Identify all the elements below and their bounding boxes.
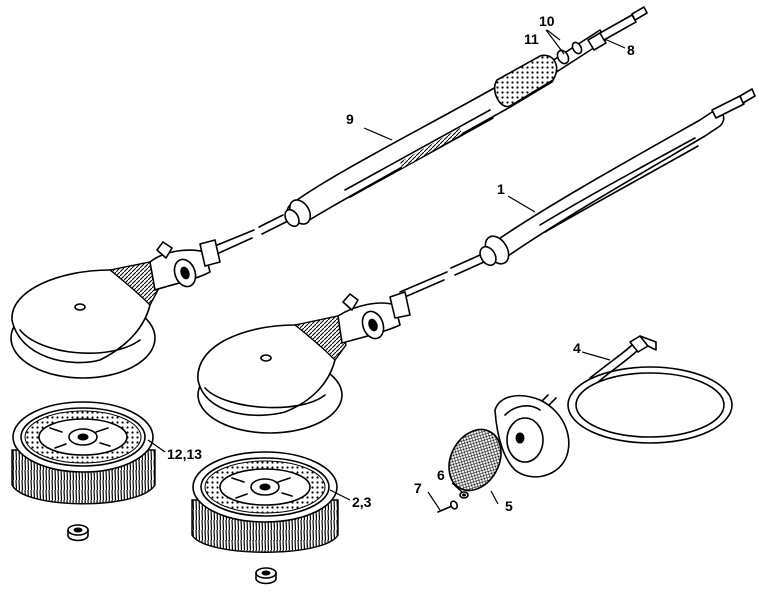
brush-head-lower — [197, 291, 411, 434]
callout-12-13: 12,13 — [167, 446, 202, 462]
o-ring-10 — [571, 41, 583, 55]
handle-1 — [397, 88, 756, 301]
callout-10: 10 — [539, 13, 555, 29]
callout-11: 11 — [524, 31, 539, 47]
callout-9: 9 — [346, 111, 354, 127]
callout-1: 1 — [497, 181, 505, 197]
callout-7: 7 — [414, 480, 422, 496]
callout-6: 6 — [437, 467, 445, 483]
cover-5 — [448, 394, 570, 492]
brush-12-13 — [11, 401, 156, 505]
washer-lower — [255, 567, 277, 585]
handle-9 — [204, 29, 607, 259]
callout-5: 5 — [505, 498, 513, 514]
washer-upper — [67, 524, 89, 542]
washer-6 — [459, 491, 469, 499]
callout-2-3: 2,3 — [352, 494, 372, 510]
screw-7 — [437, 500, 459, 513]
brush-2-3 — [191, 451, 339, 553]
callout-4: 4 — [573, 340, 581, 356]
leader-lines — [147, 29, 626, 511]
callout-8: 8 — [627, 42, 635, 58]
o-ring-11 — [556, 49, 570, 65]
fitting-group-upper — [556, 6, 648, 65]
nozzle-8 — [587, 6, 648, 51]
brush-head-upper — [10, 239, 221, 379]
